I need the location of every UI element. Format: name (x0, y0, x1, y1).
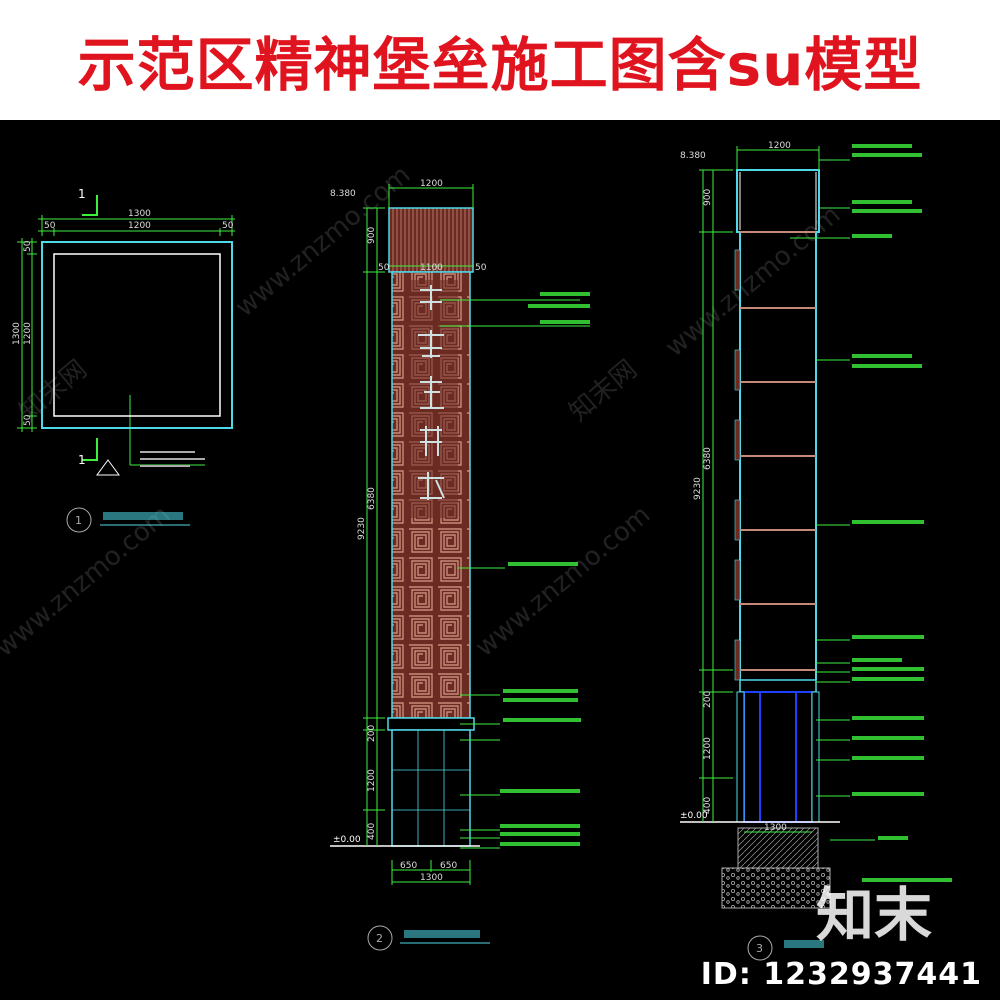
section-caption: 3 (747, 935, 824, 961)
plan-view (17, 195, 235, 466)
plan-note-lines (140, 451, 205, 467)
ground-level: ±0.00 (333, 835, 361, 845)
ground-level: ±0.00 (680, 811, 708, 821)
dim: 50 (378, 263, 390, 273)
dim: 50 (475, 263, 487, 273)
dim: 1300 (420, 873, 443, 883)
plan-dim: 50 (23, 414, 33, 426)
dim: 1300 (764, 823, 787, 833)
plan-dim: 1200 (128, 221, 151, 231)
elevation-leaders (440, 299, 590, 849)
front-elevation: 8.380 1200 50 1100 50 900 6380 9230 200 … (330, 179, 590, 951)
dim: 1100 (420, 263, 443, 273)
dim: 650 (440, 861, 457, 871)
page-title: 示范区精神堡垒施工图含su模型 (77, 31, 923, 99)
section-steel-base (743, 691, 813, 823)
brand-logo: 知末 (815, 881, 932, 949)
dim: 200 (367, 725, 377, 742)
elevation-top-cap (388, 207, 474, 273)
vertical-sign-glyphs (418, 285, 445, 500)
section-mark-bottom: 1 (78, 453, 86, 467)
caption-circle (66, 507, 92, 533)
dim: 900 (703, 189, 713, 206)
dim: 9230 (693, 477, 703, 500)
dim: 1200 (367, 769, 377, 792)
footing (737, 827, 819, 869)
section-top-elev: 8.380 (680, 151, 706, 161)
caption-number: 1 (75, 514, 82, 527)
plan-outer-square (41, 241, 233, 429)
plan-dim: 50 (222, 221, 234, 231)
elevation-top: 8.380 (330, 189, 356, 199)
plan-inner-square (53, 253, 221, 417)
plan-caption: 1 (66, 507, 190, 533)
section-top-box (736, 169, 820, 233)
plan-dim: 1300 (128, 209, 151, 219)
section-dim-text: 8.380 1200 900 6380 9230 200 1200 400 13… (680, 141, 791, 833)
dim: 400 (367, 823, 377, 840)
cad-drawing-area: www.znzmo.com www.znzmo.com www.znzmo.co… (0, 120, 1000, 1000)
dim: 1200 (768, 141, 791, 151)
caption-number: 2 (376, 932, 383, 945)
plan-dim: 50 (23, 240, 33, 252)
caption-number: 3 (756, 942, 763, 955)
dim: 1200 (420, 179, 443, 189)
section-mark-top: 1 (78, 187, 86, 201)
front-caption: 2 (367, 925, 490, 951)
elevation-dim-text: 8.380 1200 50 1100 50 900 6380 9230 200 … (330, 179, 487, 883)
plan-dim: 50 (44, 221, 56, 231)
dim: 400 (703, 797, 713, 814)
section-view: 8.380 1200 900 6380 9230 200 1200 400 13… (680, 141, 952, 961)
dim: 9230 (357, 517, 367, 540)
north-arrow-icon (96, 459, 120, 476)
dim: 200 (703, 691, 713, 708)
plan-dim: 1300 (12, 322, 22, 345)
dim: 6380 (703, 447, 713, 470)
section-leaders (790, 159, 875, 841)
plan-dim: 1200 (23, 322, 33, 345)
dim: 650 (400, 861, 417, 871)
title-banner: 示范区精神堡垒施工图含su模型 (0, 0, 1000, 120)
dim: 6380 (367, 487, 377, 510)
dim: 900 (367, 227, 377, 244)
dim: 1200 (703, 737, 713, 760)
elevation-base (391, 729, 471, 847)
plan-dim-text: 1 1 1300 50 1200 50 1300 1200 50 50 (12, 187, 234, 467)
cad-drawing: 1 1 1300 50 1200 50 1300 1200 50 50 1 (12, 141, 952, 961)
gravel-bed (721, 867, 831, 909)
image-id-label: ID: 1232937441 (700, 957, 982, 992)
section-crossbars (740, 231, 816, 671)
